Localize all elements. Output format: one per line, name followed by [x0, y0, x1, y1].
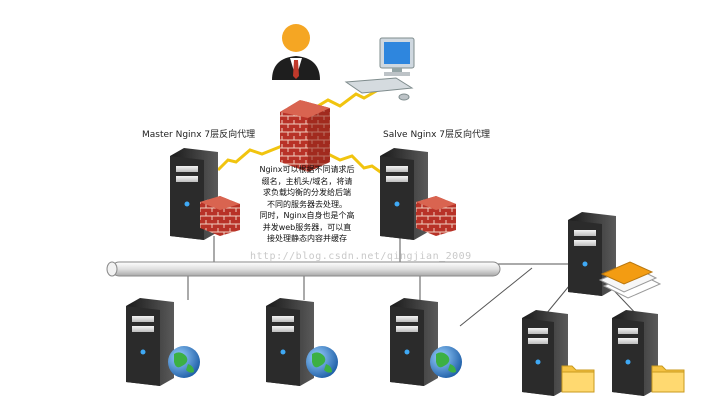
description-line: 接处理静态内容并缓存	[267, 234, 347, 243]
firewall-icon	[200, 196, 240, 236]
computer-icon	[344, 37, 415, 101]
globe-icon	[168, 346, 200, 378]
server-icon	[390, 298, 438, 386]
lightning-link-user	[307, 88, 379, 114]
globe-icon	[430, 346, 462, 378]
connector-storage-link	[459, 267, 533, 327]
user-icon	[272, 24, 320, 80]
folder-icon	[651, 365, 685, 393]
firewall-icon	[280, 100, 330, 172]
slave-proxy-label: Salve Nginx 7层反向代理	[383, 130, 491, 140]
description-line: 不同的服务器去处理。	[267, 199, 347, 209]
server-icon	[126, 298, 174, 386]
firewall-icon	[416, 196, 456, 236]
server-icon	[522, 310, 568, 396]
description-line: 同时，Nginx自身也是个高	[259, 211, 355, 220]
description-line: 并发web服务器，可以直	[262, 222, 352, 232]
lightning-link-master	[216, 144, 283, 172]
nginx-description: Nginx可以根据不同请求后 缀名，主机头/域名，将请 求负载均衡的分发给后端 …	[255, 164, 359, 245]
server-icon	[612, 310, 658, 396]
lightning-link-slave	[319, 148, 387, 178]
documents-icon	[598, 261, 662, 299]
master-proxy-label: Master Nginx 7层反向代理	[142, 130, 256, 140]
folder-icon	[561, 365, 595, 393]
globe-icon	[306, 346, 338, 378]
network-bus	[106, 261, 501, 277]
description-line: Nginx可以根据不同请求后	[259, 165, 355, 174]
server-icon	[266, 298, 314, 386]
description-line: 求负载均衡的分发给后端	[263, 188, 351, 197]
description-line: 缀名，主机头/域名，将请	[261, 176, 353, 186]
watermark: http://blog.csdn.net/qingjian_2009	[250, 251, 472, 262]
